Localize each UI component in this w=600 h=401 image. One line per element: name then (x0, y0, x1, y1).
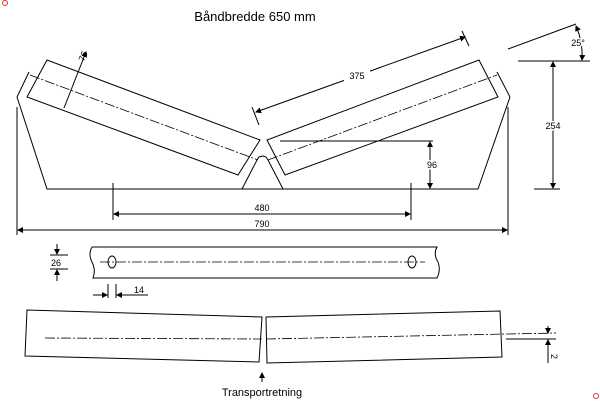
dim-375-ext (461, 30, 470, 47)
right-roller-plan (265, 310, 503, 364)
left-roller (26, 59, 261, 176)
right-plan-centerline (265, 332, 557, 340)
dim-254-label: 254 (545, 121, 560, 131)
angle-line (507, 23, 577, 50)
right-roller (266, 59, 499, 176)
transport-direction-label: Transportretning (222, 387, 302, 399)
frame-outline (16, 71, 511, 190)
frame-bar (89, 246, 440, 279)
dim-790-label: 790 (254, 219, 269, 229)
angle-arc (575, 25, 586, 61)
angle-label: 25° (571, 38, 585, 48)
dim-375-label: 375 (349, 71, 364, 81)
dim-76-label: 76 (77, 50, 90, 63)
dim-14-label: 14 (134, 285, 144, 295)
dim-26-label: 26 (51, 258, 61, 268)
corner-marker (2, 0, 8, 6)
center-bracket (241, 155, 284, 190)
dim-76-line (63, 51, 87, 109)
left-roller-centerline (29, 74, 259, 161)
dim-375-ext (251, 106, 260, 126)
dim-2-label: 2 (549, 354, 559, 359)
left-plan-centerline (44, 337, 263, 340)
right-roller-centerline (267, 74, 498, 161)
dim-96-label: 96 (427, 160, 437, 170)
corner-marker (593, 393, 599, 399)
drawing-title: Båndbredde 650 mm (194, 9, 315, 24)
left-roller-plan (24, 309, 263, 363)
dim-480-label: 480 (254, 203, 269, 213)
